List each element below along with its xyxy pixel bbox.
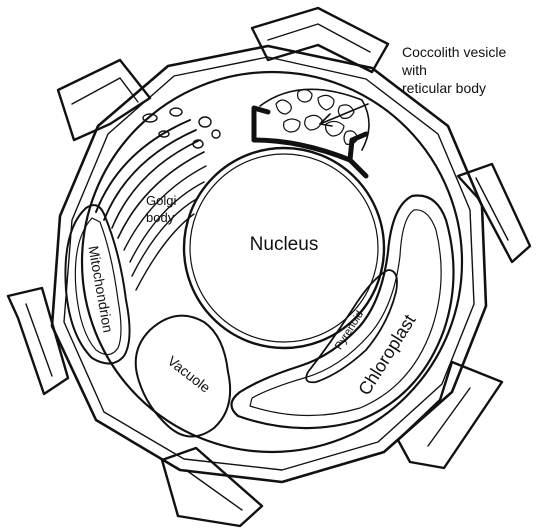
golgi-label-line2: body	[146, 210, 175, 225]
nucleus-label: Nucleus	[250, 234, 319, 255]
chloroplast	[231, 196, 453, 429]
coccolith-vesicle-label-line3: reticular body	[402, 80, 486, 96]
vacuole-label: Vacuole	[165, 352, 214, 395]
coccolith-vesicle	[254, 89, 369, 176]
coccolith-plate-right-bottom	[398, 362, 502, 468]
golgi-label-line1: Golgi	[146, 193, 176, 208]
coccolith-vesicle-label-line2: with	[401, 62, 427, 78]
coccolith-plate-bottom	[162, 448, 262, 526]
coccolith-plate-top	[252, 8, 388, 72]
coccolith-vesicle-label-line1: Coccolith vesicle	[402, 44, 506, 60]
coccolith-plate-right-top	[458, 164, 530, 262]
